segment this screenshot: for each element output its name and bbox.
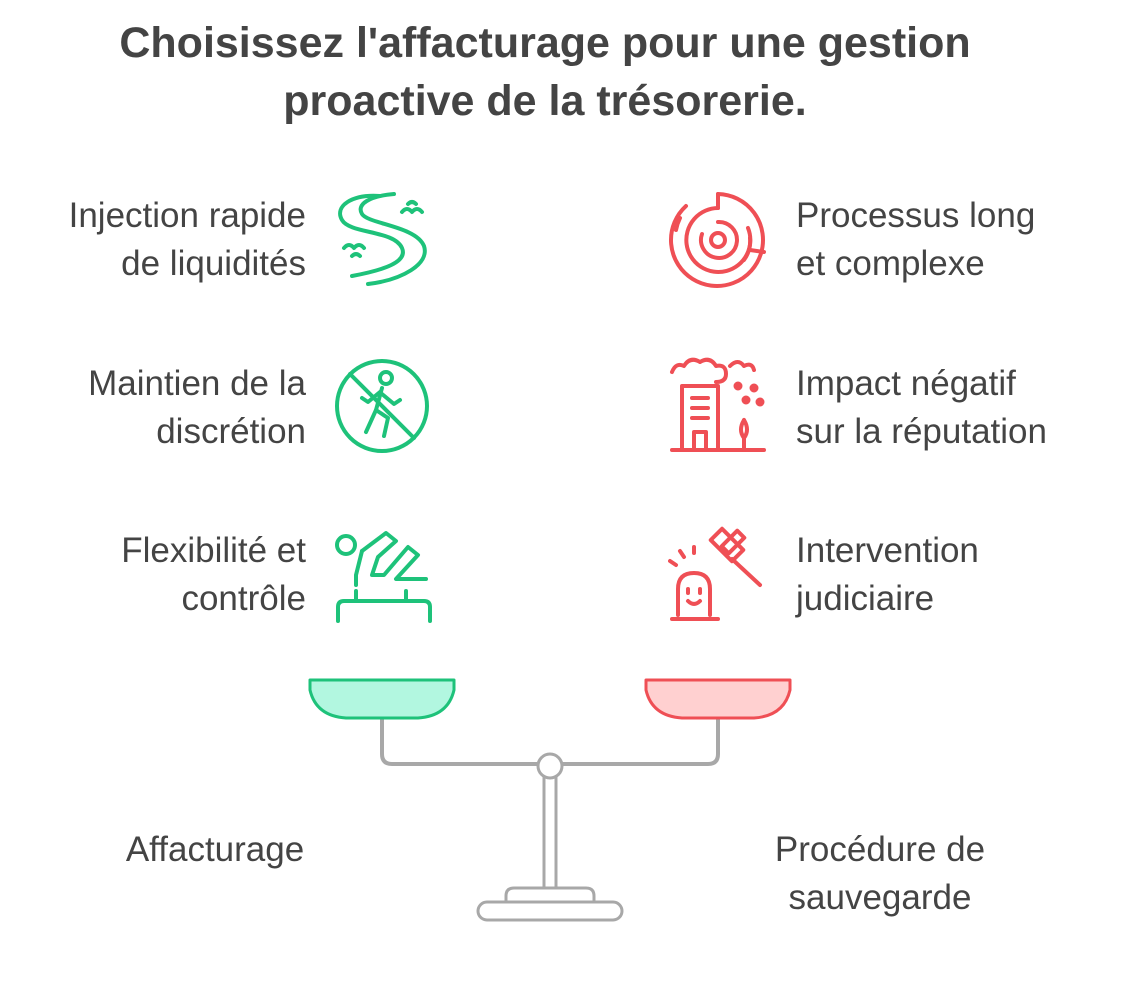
page-title: Choisissez l'affacturage pour une gestio… (40, 14, 1050, 130)
left-item-2-label: Maintien de la discrétion (88, 364, 306, 451)
left-option-label: Affacturage (125, 830, 305, 869)
title-line-2: proactive de la trésorerie. (283, 77, 807, 125)
right-item-1-label: Processus long et complexe (796, 196, 1036, 283)
right-option-label: Procédure de sauvegarde (774, 830, 986, 917)
right-item-3-label: Intervention judiciaire (796, 531, 979, 618)
stretching-person-icon (332, 523, 432, 623)
title-line-1: Choisissez l'affacturage pour une gestio… (119, 19, 971, 67)
scale-base (476, 900, 624, 922)
left-pan (308, 678, 456, 720)
scale-base-top (504, 886, 596, 902)
scale-pivot (536, 752, 564, 780)
left-item-3-label: Flexibilité et contrôle (121, 531, 306, 618)
right-pan (644, 678, 792, 720)
right-item-2-label: Impact négatif sur la réputation (796, 364, 1047, 451)
scale-post (542, 772, 558, 894)
polluted-building-icon (668, 356, 768, 456)
balance-scale (300, 670, 820, 930)
left-item-1-label: Injection rapide de liquidités (68, 196, 306, 283)
gavel-icon (668, 523, 768, 623)
river-icon (332, 190, 432, 290)
maze-icon (668, 190, 768, 290)
no-walking-icon (332, 356, 432, 456)
